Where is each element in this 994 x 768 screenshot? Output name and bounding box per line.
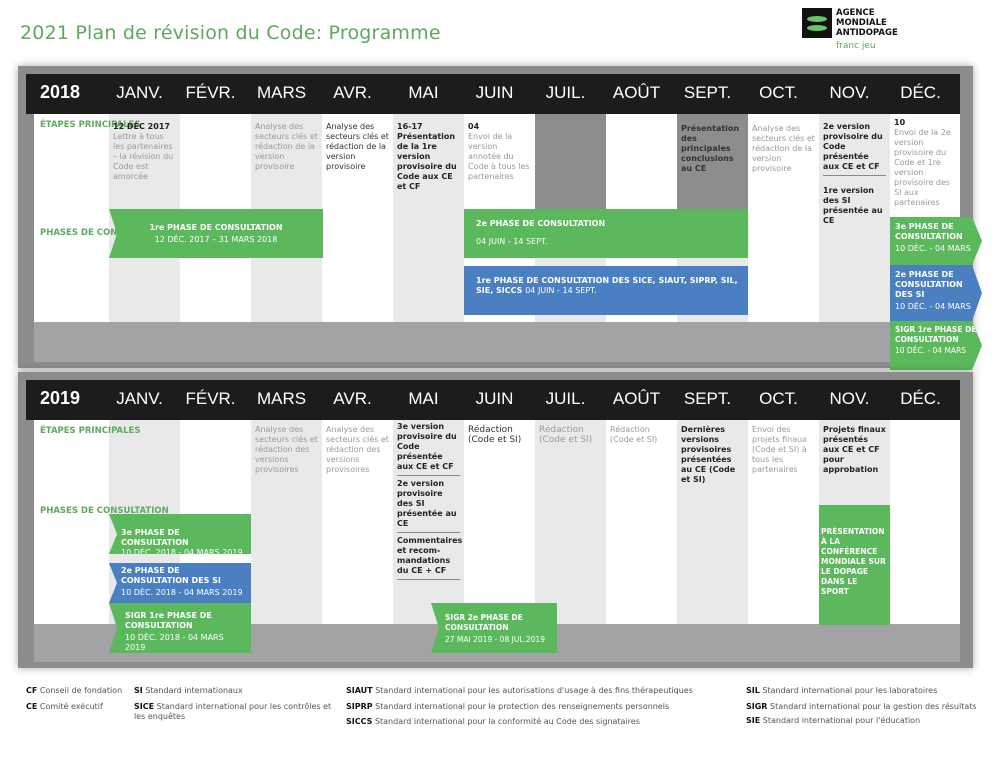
milestone-oct-2018: Analyse des secteurs clés et rédaction d… — [752, 124, 815, 173]
month-nov: NOV. — [829, 389, 870, 408]
row-label-milestones: ÉTAPES PRINCIPALES — [40, 120, 141, 130]
month-may: MAI — [408, 389, 439, 408]
milestone-jun-2019: Rédaction (Code et SI) — [468, 425, 522, 445]
legend-item-ce: CE Comité exécutif — [26, 702, 103, 711]
phase-bar-2018-3: 1re PHASE DE CONSULTATION DES SICE, SIAU… — [464, 266, 748, 315]
month-mar: MARS — [256, 83, 307, 102]
logo-tagline: franc jeu — [836, 41, 876, 51]
legend-item-siccs: SICCS Standard international pour la con… — [346, 717, 640, 726]
month-oct: OCT. — [759, 389, 798, 408]
header-2018: 2018 JANV. FÉVR. MARS AVR. MAI JUIN JUIL… — [26, 74, 960, 114]
year-label: 2019 — [40, 388, 81, 408]
month-mar: MARS — [256, 389, 307, 408]
milestone-apr-2018: Analyse des secteurs clés et rédaction d… — [326, 122, 389, 171]
month-dec: DÉC. — [900, 83, 941, 102]
month-feb: FÉVR. — [185, 83, 236, 102]
wada-logo: AGENCE MONDIALE ANTIDOPAGE franc jeu — [802, 8, 912, 56]
month-jul: JUIL. — [545, 389, 586, 408]
month-jul: JUIL. — [545, 83, 586, 102]
month-aug: AOÛT — [612, 389, 661, 408]
month-jan: JANV. — [116, 389, 163, 408]
month-may: MAI — [408, 83, 439, 102]
legend-item-sice: SICE Standard international pour les con… — [134, 702, 332, 721]
month-apr: AVR. — [333, 83, 372, 102]
milestone-oct-2019: Envoi des projets finaux (Code et SI) à … — [752, 425, 807, 474]
legend-item-si: SI Standard internationaux — [134, 686, 243, 695]
logo-text: AGENCE MONDIALE ANTIDOPAGE — [836, 8, 898, 38]
milestone-mar-2019: Analyse des secteurs clés et rédaction d… — [255, 425, 318, 474]
legend-item-sie: SIE Standard international pour l'éducat… — [746, 716, 921, 725]
milestone-mar-2018: Analyse des secteurs clés et rédaction d… — [255, 122, 318, 171]
logo-mark-icon — [802, 8, 832, 38]
row-label-consultation: PHASES DE CONSULTATION — [40, 506, 169, 516]
month-apr: AVR. — [333, 389, 372, 408]
month-oct: OCT. — [759, 83, 798, 102]
legend-item-siprp: SIPRP Standard international pour la pro… — [346, 702, 670, 711]
milestone-may-2019: 3e version provisoire du Code présentée … — [393, 422, 464, 583]
month-jun: JUIN — [475, 389, 514, 408]
milestone-sep-2019: Dernières versions provisoires présentée… — [681, 425, 736, 484]
month-jun: JUIN — [475, 83, 514, 102]
month-sep: SEPT. — [683, 83, 732, 102]
month-sep: SEPT. — [683, 389, 732, 408]
legend-item-cf: CF Conseil de fondation — [26, 686, 123, 695]
legend-item-sil: SIL Standard international pour les labo… — [746, 686, 938, 695]
header-2019: 2019 JANV. FÉVR. MARS AVR. MAI JUIN JUIL… — [26, 380, 960, 420]
milestone-jul-2019: Rédaction (Code et SI) — [539, 425, 593, 445]
page-title: 2021 Plan de révision du Code: Programme — [20, 22, 441, 44]
milestone-aug-2019: Rédaction (Code et SI) — [610, 425, 658, 444]
milestone-sep-2018: Présentation des principales conclusions… — [681, 124, 740, 173]
timeline-2018-band — [34, 322, 960, 362]
row-label-milestones: ÉTAPES PRINCIPALES — [40, 426, 141, 436]
phase-bar-2019-5: PRÉSENTATION À LA CONFÉRENCE MONDIALE SU… — [819, 505, 890, 625]
month-dec: DÉC. — [900, 389, 941, 408]
milestone-apr-2019: Analyse des secteurs clés et rédaction d… — [326, 425, 389, 474]
month-nov: NOV. — [829, 83, 870, 102]
milestone-nov-2019: Projets finaux présentés aux CE et CF po… — [823, 425, 886, 474]
milestone-nov-2018: 2e version provisoire du Code présentée … — [819, 122, 890, 226]
month-feb: FÉVR. — [185, 389, 236, 408]
year-label: 2018 — [40, 82, 81, 102]
legend-item-sigr: SIGR Standard international pour la gest… — [746, 702, 977, 711]
month-aug: AOÛT — [612, 83, 661, 102]
month-jan: JANV. — [116, 83, 163, 102]
legend-item-siaut: SIAUT Standard international pour les au… — [346, 686, 693, 695]
row-label-consultation: PHASES DE CONSULTATION — [40, 228, 169, 238]
